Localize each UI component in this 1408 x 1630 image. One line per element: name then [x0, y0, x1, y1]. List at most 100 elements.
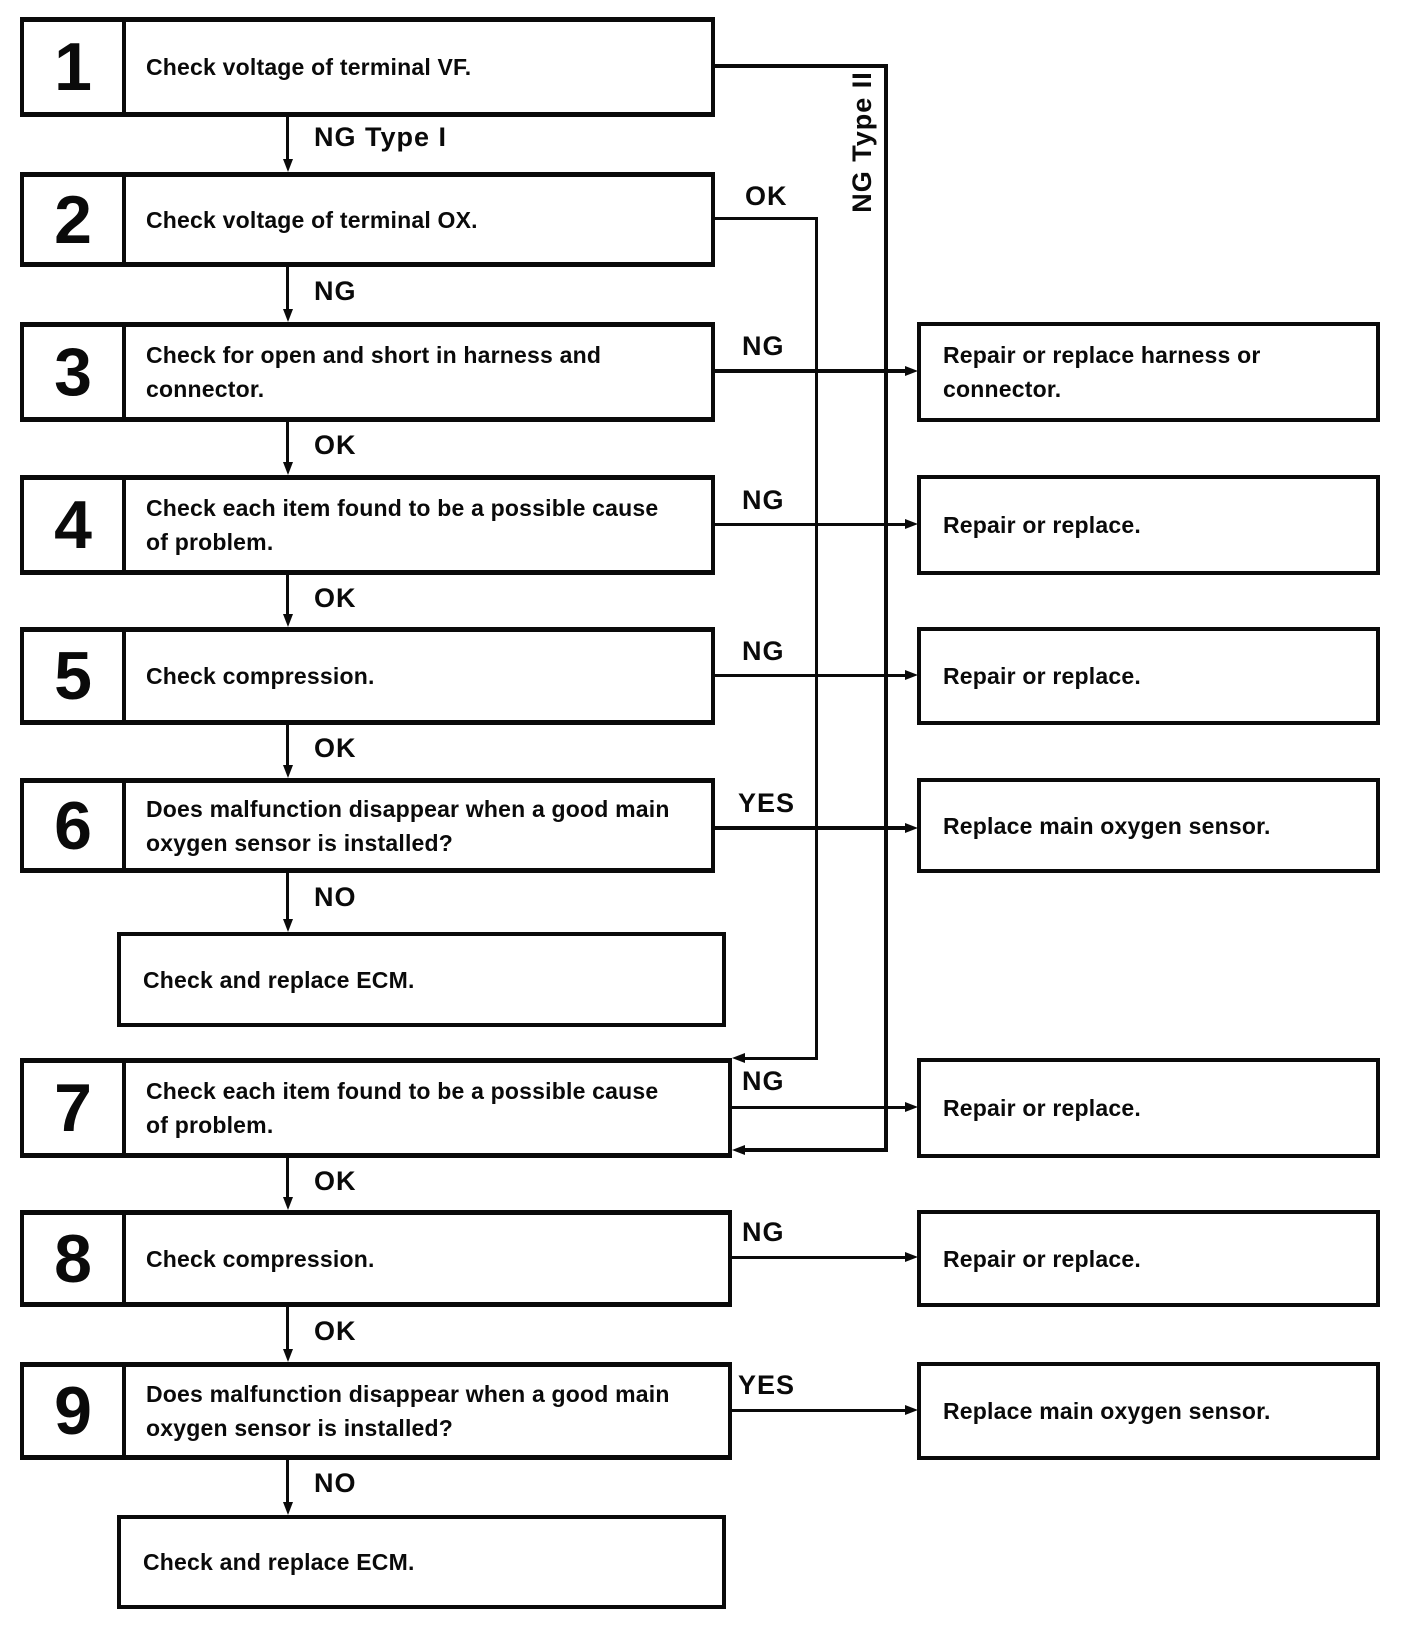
step-text-7: Check each item found to be a possible c… [146, 1078, 659, 1138]
connector-step6-yes [715, 826, 905, 830]
step-number-7: 7 [24, 1063, 126, 1153]
connector-step7-ng [732, 1106, 905, 1109]
action-text: Repair or replace. [943, 1095, 1141, 1121]
step-text-5: Check compression. [146, 663, 375, 689]
arrowhead-down-icon [283, 1197, 293, 1210]
connector-step2-ok-horizontal [715, 217, 818, 220]
edge-label-ng-type1: NG Type I [314, 122, 448, 152]
action-box-repair-4: Repair or replace. [917, 1210, 1380, 1307]
arrowhead-right-icon [905, 823, 918, 833]
step-number-9: 9 [24, 1367, 126, 1455]
connector-ok-into-step7 [744, 1057, 818, 1060]
arrowhead-down-icon [283, 159, 293, 172]
connector-step8-ng [732, 1256, 905, 1259]
edge-label-ok: OK [314, 430, 357, 460]
step-box-9: 9 Does malfunction disappear when a good… [20, 1362, 732, 1460]
step-text-6: Does malfunction disappear when a good m… [146, 795, 670, 856]
ecm-text-1: Check and replace ECM. [143, 966, 415, 993]
connector-step5-ng [715, 674, 905, 677]
edge-label-ng: NG [314, 276, 357, 306]
edge-label-no: NO [314, 1468, 357, 1498]
step-box-7: 7 Check each item found to be a possible… [20, 1058, 732, 1158]
step-number-2: 2 [24, 177, 126, 262]
connector-step4-ng [715, 523, 905, 526]
arrowhead-down-icon [283, 919, 293, 932]
arrowhead-right-icon [905, 1252, 918, 1262]
step-text-4: Check each item found to be a possible c… [146, 495, 659, 555]
connector-step7-step8 [286, 1158, 289, 1198]
edge-label-ng: NG [742, 636, 785, 666]
action-box-repair-3: Repair or replace. [917, 1058, 1380, 1158]
step-number-4: 4 [24, 480, 126, 570]
connector-step1-ngtype2-vertical [884, 64, 888, 1152]
edge-label-ok: OK [314, 733, 357, 763]
connector-step2-step3 [286, 267, 289, 310]
action-box-replace-sensor-1: Replace main oxygen sensor. [917, 778, 1380, 873]
arrowhead-down-icon [283, 462, 293, 475]
edge-label-ok: OK [314, 1316, 357, 1346]
edge-label-ok: OK [314, 1166, 357, 1196]
edge-label-ok: OK [314, 583, 357, 613]
arrowhead-down-icon [283, 309, 293, 322]
arrowhead-right-icon [905, 366, 918, 376]
connector-step3-ng [715, 369, 905, 373]
arrowhead-right-icon [905, 1102, 918, 1112]
step-number-1: 1 [24, 22, 126, 112]
action-text: Repair or replace harness or connector. [943, 342, 1261, 402]
connector-step5-step6 [286, 725, 289, 766]
arrowhead-right-icon [905, 519, 918, 529]
arrowhead-down-icon [283, 1349, 293, 1362]
arrowhead-down-icon [283, 1502, 293, 1515]
connector-step9-ecm2 [286, 1460, 289, 1503]
step-number-6: 6 [24, 783, 126, 868]
edge-label-ng: NG [742, 1217, 785, 1247]
action-box-repair-harness: Repair or replace harness or connector. [917, 322, 1380, 422]
edge-label-no: NO [314, 882, 357, 912]
step-number-8: 8 [24, 1215, 126, 1302]
action-text: Repair or replace. [943, 663, 1141, 689]
action-text: Repair or replace. [943, 512, 1141, 538]
connector-step4-step5 [286, 575, 289, 615]
action-box-repair-2: Repair or replace. [917, 627, 1380, 725]
step-box-5: 5 Check compression. [20, 627, 715, 725]
step-box-2: 2 Check voltage of terminal OX. [20, 172, 715, 267]
step-box-6: 6 Does malfunction disappear when a good… [20, 778, 715, 873]
edge-label-yes: YES [738, 788, 796, 818]
step-text-8: Check compression. [146, 1245, 375, 1272]
action-text: Replace main oxygen sensor. [943, 1398, 1271, 1424]
connector-step2-ok-vertical [815, 217, 818, 1059]
step-text-2: Check voltage of terminal OX. [146, 206, 478, 233]
connector-step1-step2 [286, 117, 289, 160]
step-text-1: Check voltage of terminal VF. [146, 54, 472, 80]
step-number-5: 5 [24, 632, 126, 720]
connector-step8-step9 [286, 1307, 289, 1350]
step-text-9: Does malfunction disappear when a good m… [146, 1381, 670, 1441]
step-number-3: 3 [24, 327, 126, 417]
connector-step9-yes [732, 1409, 905, 1412]
edge-label-ng: NG [742, 485, 785, 515]
step-box-1: 1 Check voltage of terminal VF. [20, 17, 715, 117]
edge-label-ng: NG [742, 331, 785, 361]
step-text-3: Check for open and short in harness and … [146, 342, 602, 402]
ecm-box-2: Check and replace ECM. [117, 1515, 726, 1609]
arrowhead-down-icon [283, 614, 293, 627]
ecm-box-1: Check and replace ECM. [117, 932, 726, 1027]
action-text: Replace main oxygen sensor. [943, 812, 1271, 839]
action-text: Repair or replace. [943, 1245, 1141, 1272]
step-box-3: 3 Check for open and short in harness an… [20, 322, 715, 422]
arrowhead-left-icon [732, 1145, 745, 1155]
edge-label-yes: YES [738, 1370, 796, 1400]
arrowhead-left-icon [732, 1053, 745, 1063]
step-box-4: 4 Check each item found to be a possible… [20, 475, 715, 575]
edge-label-ok: OK [745, 181, 788, 211]
action-box-repair-1: Repair or replace. [917, 475, 1380, 575]
connector-step3-step4 [286, 422, 289, 463]
edge-label-ng: NG [742, 1066, 785, 1096]
connector-ngtype2-into-step7 [744, 1148, 888, 1152]
edge-label-ng-type2: NG Type II [847, 71, 877, 213]
arrowhead-right-icon [905, 1405, 918, 1415]
step-box-8: 8 Check compression. [20, 1210, 732, 1307]
arrowhead-down-icon [283, 765, 293, 778]
ecm-text-2: Check and replace ECM. [143, 1549, 415, 1575]
